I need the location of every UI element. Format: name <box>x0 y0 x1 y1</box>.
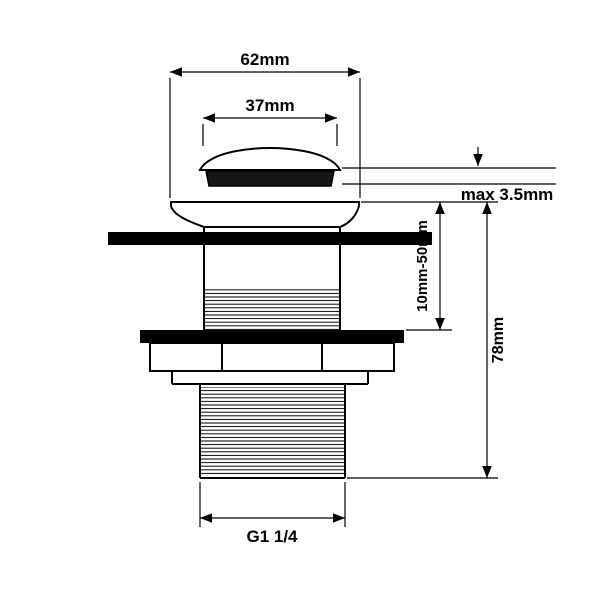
dim-flange-diameter: 62mm <box>169 50 361 198</box>
flange-body <box>170 201 360 228</box>
clamping-range-label: 10mm-50mm <box>414 220 431 312</box>
dim-clamping-range: 10mm-50mm <box>361 201 498 331</box>
washer-bottom-shape <box>140 330 404 343</box>
collar <box>171 371 369 385</box>
rubber-washer-bottom <box>140 330 404 343</box>
overall-height-label: 78mm <box>490 317 507 363</box>
cap-skirt <box>205 170 335 187</box>
thread-size-label: G1 1/4 <box>246 527 298 546</box>
flange <box>170 201 360 228</box>
pop-up-cap <box>198 146 342 187</box>
flange-diameter-label: 62mm <box>240 50 289 69</box>
cap-travel-label: max 3.5mm <box>461 185 554 204</box>
thread-hatching-lower <box>201 387 344 476</box>
cap-diameter-label: 37mm <box>245 96 294 115</box>
dim-overall-height: 78mm <box>347 202 507 479</box>
washer-top-shape <box>108 232 432 245</box>
lock-nut <box>149 342 395 372</box>
nut-outline <box>149 342 395 372</box>
dim-cap-diameter: 37mm <box>202 96 338 146</box>
thread-hatching-upper <box>205 287 339 330</box>
cap-dome <box>198 146 342 171</box>
threaded-tail <box>199 384 346 479</box>
rubber-washer-top <box>108 232 432 245</box>
dim-cap-travel: max 3.5mm <box>342 147 556 204</box>
dim-thread-size: G1 1/4 <box>199 482 346 546</box>
